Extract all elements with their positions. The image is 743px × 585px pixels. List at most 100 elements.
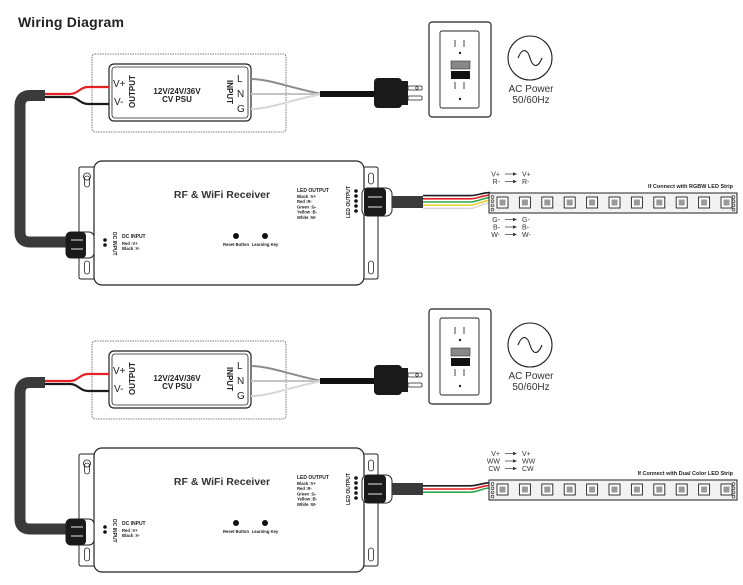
mount-flange-left bbox=[78, 166, 96, 280]
psu-g-label: G bbox=[237, 104, 245, 115]
plug-prong-hole bbox=[415, 86, 419, 90]
mapping-to-label: B- bbox=[522, 225, 530, 232]
outlet-ground-hole bbox=[458, 51, 462, 55]
psu-voltage-label: 12V/24V/36V bbox=[153, 87, 201, 96]
dc-input-pin-label: Black :V- bbox=[122, 246, 140, 251]
ac-cable bbox=[320, 378, 376, 384]
strip-caption: If Connect with RGBW LED Strip bbox=[648, 184, 734, 190]
led-wire-yellow bbox=[423, 199, 491, 206]
psu-output-label: OUTPUT bbox=[128, 362, 137, 395]
led-chip-lens bbox=[544, 199, 551, 206]
learning-key-label: Learning Key bbox=[252, 242, 279, 247]
mount-slot-icon bbox=[84, 547, 90, 562]
strip-solder-pad-icon bbox=[731, 494, 736, 499]
outlet-ground-hole bbox=[458, 384, 462, 388]
ac-frequency-label: 50/60Hz bbox=[512, 95, 549, 106]
receiver-body bbox=[93, 447, 365, 573]
mapping-from-label: G- bbox=[492, 217, 500, 224]
dc-input-pin-label: Black :V- bbox=[122, 533, 140, 538]
strip-caption: If Connect with Dual Color LED Strip bbox=[638, 471, 734, 477]
led-output-terminal-dot bbox=[354, 486, 358, 490]
led-output-terminal-dot bbox=[354, 496, 358, 500]
wire-dc-positive bbox=[45, 85, 109, 96]
led-strip: If Connect with Dual Color LED Strip bbox=[488, 471, 738, 501]
dc-input-terminal-dot bbox=[103, 238, 107, 242]
led-output-vertical-label: LED OUTPUT bbox=[346, 186, 352, 218]
psu-vminus-label: V- bbox=[114, 384, 123, 395]
led-output-terminal-dot bbox=[354, 481, 358, 485]
psu-body-inner bbox=[111, 66, 249, 119]
led-chip-lens bbox=[611, 199, 618, 206]
plug-body bbox=[374, 78, 402, 108]
wire-line bbox=[250, 78, 323, 95]
plug-prong bbox=[407, 85, 423, 91]
led-output-pin-label: Red :R- bbox=[297, 199, 312, 204]
reset-button-label: Reset Button bbox=[223, 242, 249, 247]
led-chip-lens bbox=[611, 486, 618, 493]
receiver-title: RF & WiFi Receiver bbox=[174, 189, 270, 201]
psu-type-label: CV PSU bbox=[162, 382, 192, 391]
led-chip-lens bbox=[544, 486, 551, 493]
led-chip-lens bbox=[521, 199, 528, 206]
dc-cable bbox=[14, 90, 70, 248]
mapping-from-label: CW bbox=[488, 466, 500, 473]
led-wire-green bbox=[423, 487, 491, 493]
led-output-title: LED OUTPUT bbox=[297, 188, 329, 194]
led-output-title: LED OUTPUT bbox=[297, 475, 329, 481]
mapping-to-label: V+ bbox=[522, 172, 531, 179]
mapping-from-label: W- bbox=[491, 232, 500, 239]
psu-output-label: OUTPUT bbox=[128, 75, 137, 108]
mount-slot-icon bbox=[368, 260, 374, 275]
dc-input-terminal-dot bbox=[103, 525, 107, 529]
psu-l-label: L bbox=[237, 74, 243, 85]
led-chip-lens bbox=[656, 199, 663, 206]
led-output-pin-label: Yellow :B- bbox=[297, 497, 318, 502]
led-output-pin-label: White :W- bbox=[297, 502, 317, 507]
strip-solder-pad-icon bbox=[490, 482, 495, 486]
led-output-pin-label: Green :G- bbox=[297, 491, 317, 496]
wall-outlet bbox=[428, 21, 492, 118]
strip-solder-pad-icon bbox=[490, 199, 495, 203]
plug-prong bbox=[407, 95, 423, 101]
led-output-pin-label: Black :V+ bbox=[297, 194, 317, 199]
led-output-terminal-dot bbox=[354, 209, 358, 213]
strip-solder-pad-icon bbox=[490, 494, 495, 499]
outlet-face bbox=[439, 30, 480, 109]
reset-button bbox=[233, 233, 239, 239]
learning-key-button bbox=[262, 520, 268, 526]
dc-input-title: DC INPUT bbox=[122, 521, 146, 527]
outlet-face bbox=[439, 317, 480, 396]
plug-prong bbox=[407, 372, 423, 378]
arrow-right-icon bbox=[513, 459, 517, 463]
dc-cable bbox=[14, 377, 70, 535]
psu-input-label: INPUT bbox=[225, 80, 234, 104]
psu-input-label: INPUT bbox=[225, 367, 234, 391]
ac-frequency-label: 50/60Hz bbox=[512, 382, 549, 393]
led-output-cable bbox=[392, 196, 423, 208]
mapping-to-label: R- bbox=[522, 179, 530, 186]
led-chip-lens bbox=[566, 486, 573, 493]
wire-ground bbox=[250, 93, 323, 110]
strip-solder-pad-icon bbox=[731, 207, 736, 212]
led-chip-lens bbox=[589, 199, 596, 206]
wire-dc-negative bbox=[45, 382, 109, 393]
plug-prong-hole bbox=[415, 373, 419, 377]
arrow-right-icon bbox=[513, 232, 517, 237]
led-cable-gland-nut bbox=[364, 475, 386, 503]
mapping-from-label: WW bbox=[487, 459, 501, 466]
led-chip-lens bbox=[499, 486, 506, 493]
led-output-terminal-dot bbox=[354, 199, 358, 203]
strip-solder-pad-icon bbox=[490, 207, 495, 212]
plug-neck bbox=[400, 368, 408, 392]
receiver-title: RF & WiFi Receiver bbox=[174, 476, 270, 488]
led-chip-lens bbox=[633, 486, 640, 493]
psu-vplus-label: V+ bbox=[113, 79, 126, 90]
led-chip-lens bbox=[499, 199, 506, 206]
mount-slot-icon bbox=[368, 547, 374, 562]
sine-wave-icon bbox=[517, 336, 543, 354]
